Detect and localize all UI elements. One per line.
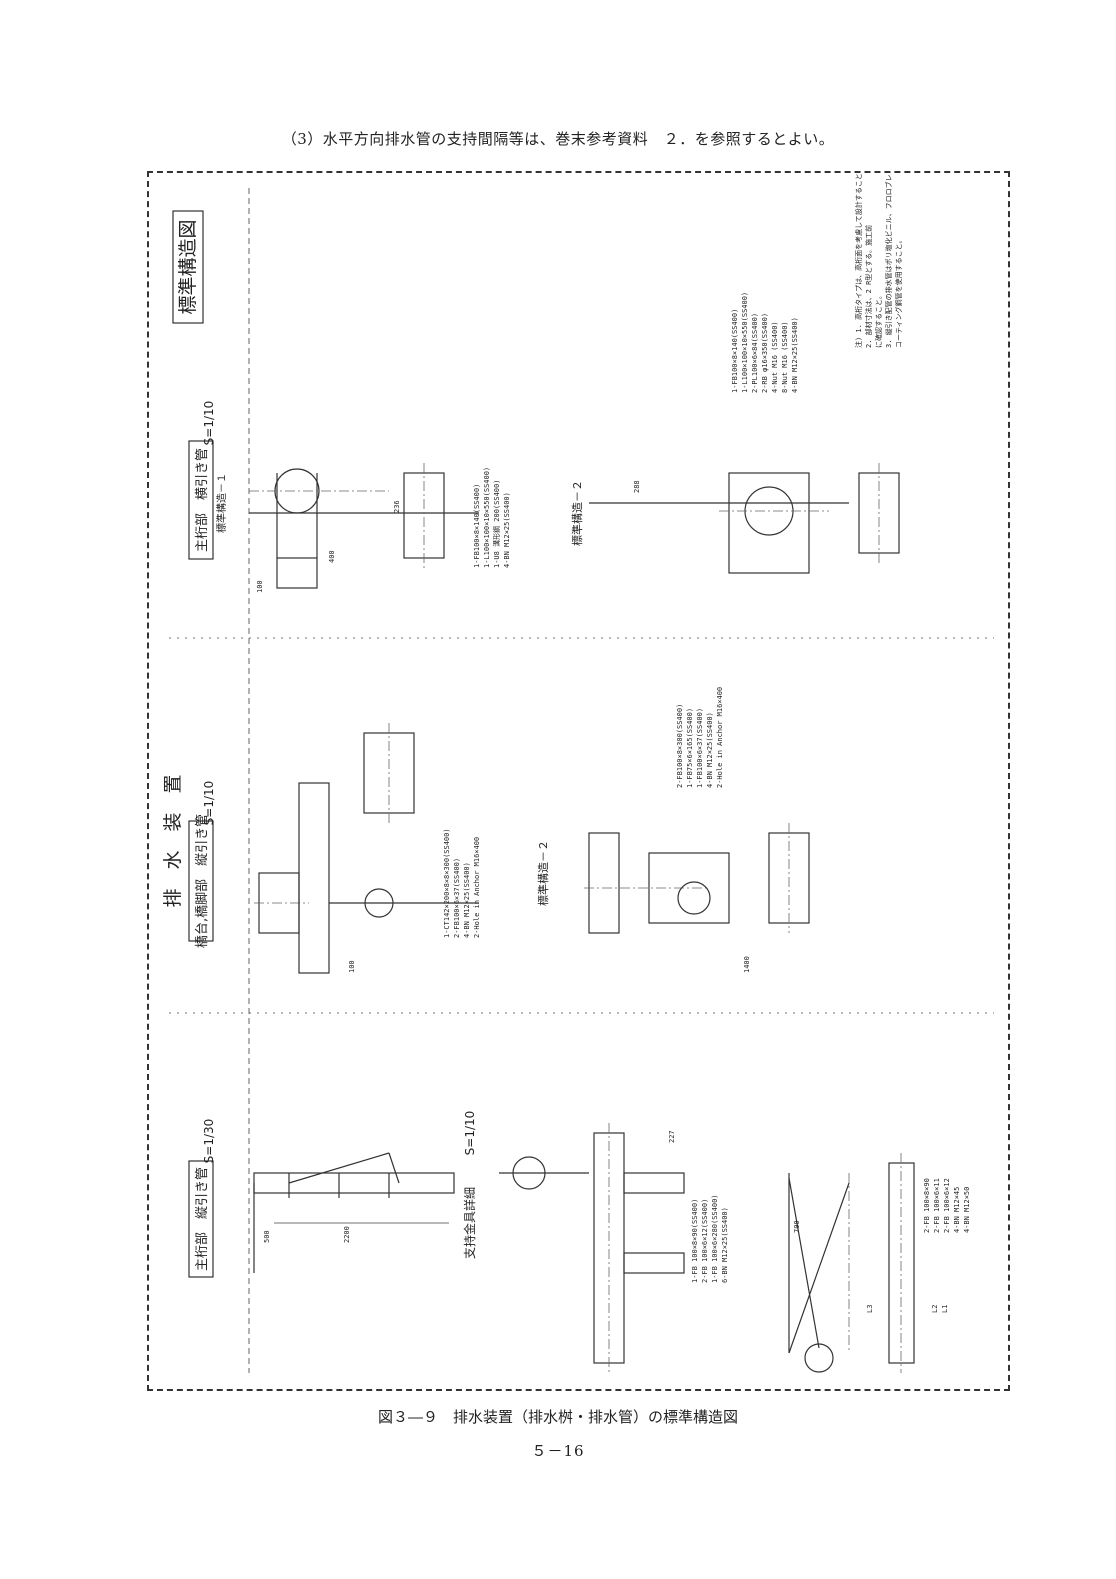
svg-text:橋台,橋脚部 縦引き管: 橋台,橋脚部 縦引き管 xyxy=(194,814,210,948)
scale-middle: S=1/10 xyxy=(202,781,216,826)
section-label-abutment: 橋台,橋脚部 縦引き管 xyxy=(188,814,214,948)
svg-text:100: 100 xyxy=(348,960,356,973)
parts-list-1: 1-FB100×8×140(SS400) 1-L100×100×10×550(S… xyxy=(731,292,799,393)
drawing-vertical-pipe: 500 2200 xyxy=(253,1152,455,1273)
svg-text:4-BN M12×45: 4-BN M12×45 xyxy=(953,1187,961,1233)
parts-list-2: 1-FB100×8×140(SS400) 1-L100×100×10×550(S… xyxy=(473,467,511,568)
figure-caption: 図３―９ 排水装置（排水桝・排水管）の標準構造図 xyxy=(377,1408,738,1426)
section-label-main-girder-vertical: 主桁部 縦引き管 xyxy=(188,1160,214,1278)
svg-text:2-PL100×6×84(SS400): 2-PL100×6×84(SS400) xyxy=(751,313,759,393)
svg-text:1-FB 100×6×280(SS400): 1-FB 100×6×280(SS400) xyxy=(711,1194,719,1283)
parts-list-5: 1-FB 100×8×90(SS400) 2-FB 100×6×12(SS400… xyxy=(691,1194,729,1283)
svg-text:2-FB 100×6×12: 2-FB 100×6×12 xyxy=(943,1178,951,1233)
drawing-support-detail: 227 xyxy=(499,1123,685,1373)
svg-text:4-BN M12×25(SS400): 4-BN M12×25(SS400) xyxy=(706,712,714,788)
svg-text:2200: 2200 xyxy=(343,1226,351,1243)
svg-text:4-BN M12×25(SS400): 4-BN M12×25(SS400) xyxy=(791,317,799,393)
svg-text:4-Nut M16 (SS400): 4-Nut M16 (SS400) xyxy=(771,321,779,393)
svg-text:8-Nut M16 (SS400): 8-Nut M16 (SS400) xyxy=(781,321,789,393)
svg-text:1-L100×100×10×550(SS400): 1-L100×100×10×550(SS400) xyxy=(741,292,749,393)
svg-text:注) 1. 高桁タイプは、高桁面を考慮して設計すること。: 注) 1. 高桁タイプは、高桁面を考慮して設計すること。 xyxy=(854,173,863,348)
parts-list-6: 2-FB 100×8×90 2-FB 100×6×11 2-FB 100×6×1… xyxy=(923,1178,971,1233)
svg-text:1400: 1400 xyxy=(743,956,751,973)
svg-text:700: 700 xyxy=(793,1220,801,1233)
header-note: （3）水平方向排水管の支持間隔等は、巻末参考資料 ２．を参照するとよい。 xyxy=(281,130,835,148)
svg-text:2. 部材寸法は、2 R型とする。施工前: 2. 部材寸法は、2 R型とする。施工前 xyxy=(864,225,873,348)
svg-text:2-Hole in Anchor M16×400: 2-Hole in Anchor M16×400 xyxy=(716,687,724,788)
support-detail-scale: S=1/10 xyxy=(463,1111,477,1156)
svg-text:227: 227 xyxy=(668,1130,676,1143)
svg-text:L1: L1 xyxy=(941,1305,949,1313)
struct-2-label: 標準構造－２ xyxy=(570,480,584,546)
svg-text:2-FB 100×6×11: 2-FB 100×6×11 xyxy=(933,1178,941,1233)
svg-text:1-FB 100×8×90(SS400): 1-FB 100×8×90(SS400) xyxy=(691,1199,699,1283)
main-title: 排 水 装 置 xyxy=(162,774,184,907)
svg-text:1-U8 溝形鋼 200(SS400): 1-U8 溝形鋼 200(SS400) xyxy=(492,480,501,568)
svg-text:3. 縦引き配管の排水管はポリ塩化ビニル、フロロブレン: 3. 縦引き配管の排水管はポリ塩化ビニル、フロロブレン xyxy=(884,173,893,348)
drawing-frame: 標準構造図 排 水 装 置 主桁部 横引き管 S=1/10 標準構造－１ 橋台,… xyxy=(147,171,1010,1391)
scale-bottom: S=1/30 xyxy=(202,1119,216,1164)
svg-text:コーティング鋼管を使用すること。: コーティング鋼管を使用すること。 xyxy=(894,236,903,348)
svg-text:400: 400 xyxy=(328,550,336,563)
page-number: ５－16 xyxy=(531,1442,585,1460)
title-box: 標準構造図 xyxy=(172,210,204,324)
svg-text:1-FB75×6×165(SS400): 1-FB75×6×165(SS400) xyxy=(686,708,694,788)
svg-text:288: 288 xyxy=(633,480,641,493)
svg-text:4-BN M12×50: 4-BN M12×50 xyxy=(963,1187,971,1233)
scale-left-top: S=1/10 xyxy=(202,401,216,446)
drawing-abutment-1: 100 xyxy=(254,723,479,974)
drawing-abutment-2: 1400 xyxy=(584,823,810,973)
svg-text:4-BN M12×25(SS400): 4-BN M12×25(SS400) xyxy=(503,492,511,568)
svg-text:主桁部 縦引き管: 主桁部 縦引き管 xyxy=(195,1167,210,1271)
struct-1-label: 標準構造－１ xyxy=(215,473,228,533)
svg-text:4-BN M12×25(SS400): 4-BN M12×25(SS400) xyxy=(463,862,471,938)
svg-text:L2: L2 xyxy=(931,1305,939,1313)
svg-text:6-BN M12×25(SS400): 6-BN M12×25(SS400) xyxy=(721,1207,729,1283)
title-box-text: 標準構造図 xyxy=(177,219,199,314)
svg-text:2-FB 100×6×12(SS400): 2-FB 100×6×12(SS400) xyxy=(701,1199,709,1283)
svg-text:2-RB φ16×350(SS400): 2-RB φ16×350(SS400) xyxy=(761,313,769,393)
svg-text:2-FB100×8×300(SS400): 2-FB100×8×300(SS400) xyxy=(676,704,684,788)
svg-text:に確認すること。: に確認すること。 xyxy=(874,292,883,348)
svg-text:1-FB100×6×37(SS400): 1-FB100×6×37(SS400) xyxy=(696,708,704,788)
drawing-funnel: 700 L3 L2 L1 xyxy=(788,1153,949,1373)
svg-text:1-FB100×8×140(SS400): 1-FB100×8×140(SS400) xyxy=(473,484,481,568)
svg-text:主桁部 横引き管: 主桁部 横引き管 xyxy=(195,448,210,552)
svg-text:100: 100 xyxy=(256,580,264,593)
svg-text:2-FB100×6×37(SS400): 2-FB100×6×37(SS400) xyxy=(453,858,461,938)
drawing-struct-1: 100 400 236 xyxy=(249,463,479,593)
svg-text:1-L100×100×10×550(SS400): 1-L100×100×10×550(SS400) xyxy=(483,467,491,568)
drawing-struct-2: 288 xyxy=(589,463,900,574)
section-label-main-girder-horizontal: 主桁部 横引き管 xyxy=(188,440,214,560)
abutment-struct-2-label: 標準構造－２ xyxy=(536,840,550,906)
parts-list-3: 2-FB100×8×300(SS400) 1-FB75×6×165(SS400)… xyxy=(676,687,724,788)
svg-text:L3: L3 xyxy=(866,1305,874,1313)
svg-text:1-FB100×8×140(SS400): 1-FB100×8×140(SS400) xyxy=(731,309,739,393)
svg-text:1-CT142×200×8×8×300(SS400): 1-CT142×200×8×8×300(SS400) xyxy=(443,828,451,938)
svg-text:2-Hole in Anchor M16×400: 2-Hole in Anchor M16×400 xyxy=(473,837,481,938)
notes: 注) 1. 高桁タイプは、高桁面を考慮して設計すること。 2. 部材寸法は、2 … xyxy=(854,173,903,348)
svg-text:236: 236 xyxy=(393,500,401,513)
technical-drawing: 標準構造図 排 水 装 置 主桁部 横引き管 S=1/10 標準構造－１ 橋台,… xyxy=(162,173,994,1373)
support-detail-label: 支持金具詳細 xyxy=(462,1187,477,1259)
svg-text:500: 500 xyxy=(263,1230,271,1243)
parts-list-4: 1-CT142×200×8×8×300(SS400) 2-FB100×6×37(… xyxy=(443,828,481,938)
svg-text:2-FB 100×8×90: 2-FB 100×8×90 xyxy=(923,1178,931,1233)
